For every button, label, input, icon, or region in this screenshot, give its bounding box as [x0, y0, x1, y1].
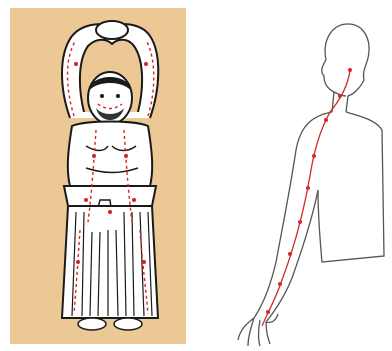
left-eye	[116, 94, 120, 98]
left-torso	[68, 122, 152, 187]
left-hands	[96, 21, 128, 39]
left-foot	[114, 318, 142, 330]
left-foot	[78, 318, 106, 330]
left-eye	[100, 94, 104, 98]
